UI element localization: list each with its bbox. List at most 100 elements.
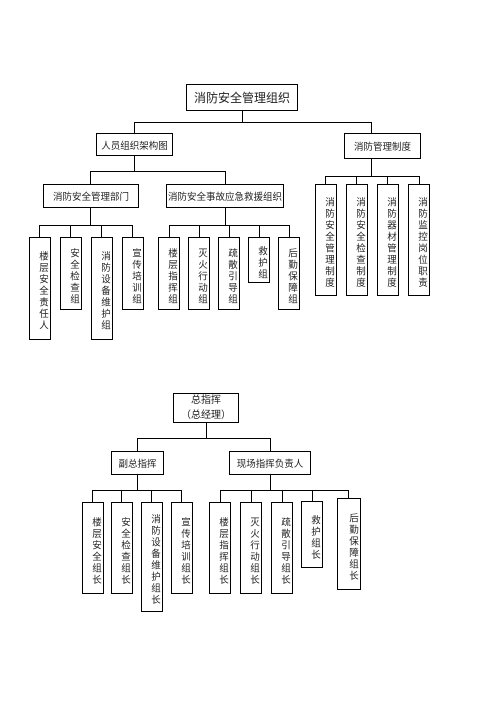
connector (181, 490, 182, 502)
connector (90, 171, 91, 184)
connector (199, 225, 200, 237)
dept-group-3: 消防设备维护组 (91, 237, 113, 340)
connector (90, 171, 226, 172)
connector (92, 490, 182, 491)
emergency-group-3: 疏散引导组 (218, 237, 240, 310)
commander-subtitle: （总经理） (181, 410, 231, 421)
dept-label: 消防安全管理部门 (52, 192, 129, 203)
commander-title: 总指挥 (191, 395, 221, 406)
site-group-4: 救护组长 (301, 501, 323, 568)
emergency-node: 消防安全事故应急救援组织 (166, 184, 284, 208)
system-node: 消防管理制度 (344, 133, 421, 159)
system-item-label: 消防监控岗位职责 (416, 197, 427, 289)
emergency-label: 消防安全事故应急救援组织 (167, 192, 282, 203)
connector (225, 208, 226, 225)
deputy-group-label: 消防设备维护组长 (149, 514, 160, 606)
connector (270, 438, 271, 451)
connector (371, 159, 372, 176)
dept-group-label: 消防设备维护组 (99, 251, 110, 332)
emergency-group-label: 疏散引导组 (226, 247, 237, 306)
connector (151, 490, 152, 502)
connector (137, 438, 271, 439)
connector (137, 475, 138, 490)
connector (229, 225, 230, 237)
connector (419, 176, 420, 184)
connector (325, 176, 326, 184)
connector (220, 490, 221, 502)
site-group-1: 楼层指挥组长 (209, 502, 231, 594)
connector (39, 225, 133, 226)
connector (225, 171, 226, 184)
site-group-3: 疏散引导组长 (271, 502, 293, 594)
connector (282, 490, 283, 502)
deputy-group-label: 安全检查组长 (119, 516, 130, 586)
dept-group-label: 宣传培训组 (130, 247, 141, 306)
connector (92, 490, 93, 502)
system-item-label: 消防安全管理制度 (323, 197, 334, 289)
dept-group-4: 宣传培训组 (122, 237, 144, 310)
personnel-label: 人员组织架构图 (101, 140, 168, 152)
site-group-2: 灭火行动组长 (240, 502, 262, 594)
connector (356, 176, 357, 184)
site-group-label: 楼层指挥组长 (217, 516, 228, 586)
emergency-group-5: 后勤保障组 (278, 237, 300, 310)
site-group-5: 后勤保障组长 (337, 498, 361, 590)
connector (371, 122, 372, 133)
system-item-3: 消防器材管理制度 (377, 184, 399, 296)
connector (169, 225, 170, 237)
emergency-group-4: 救护组 (248, 237, 270, 283)
deputy-group-2: 安全检查组长 (111, 502, 133, 594)
connector (132, 225, 133, 237)
connector (289, 225, 290, 237)
emergency-group-label: 后勤保障组 (286, 247, 297, 306)
connector (39, 225, 40, 237)
dept-group-1: 楼层安全责任人 (29, 237, 51, 340)
site-group-label: 救护组长 (309, 514, 320, 561)
emergency-group-label: 救护组 (256, 245, 267, 281)
deputy-node: 副总指挥 (111, 451, 164, 475)
connector (220, 490, 349, 491)
deputy-group-label: 宣传培训组长 (179, 516, 190, 586)
deputy-group-4: 宣传培训组长 (171, 502, 193, 594)
emergency-group-label: 灭火行动组 (196, 247, 207, 306)
dept-group-2: 安全检查组 (60, 237, 82, 310)
connector (206, 423, 207, 438)
dept-group-label: 安全检查组 (68, 247, 79, 306)
root-node: 消防安全管理组织 (186, 84, 298, 111)
connector (242, 111, 243, 123)
system-item-4: 消防监控岗位职责 (408, 184, 430, 296)
connector (270, 475, 271, 490)
dept-node: 消防安全管理部门 (43, 184, 139, 208)
connector (90, 208, 91, 225)
emergency-group-2: 灭火行动组 (188, 237, 210, 310)
system-label: 消防管理制度 (353, 142, 411, 153)
site-commander-node: 现场指挥负责人 (229, 451, 311, 475)
connector (387, 176, 388, 184)
connector (137, 438, 138, 451)
deputy-group-1: 楼层安全组长 (82, 502, 104, 594)
emergency-group-1: 楼层指挥组 (158, 237, 180, 310)
connector (70, 225, 71, 237)
system-item-1: 消防安全管理制度 (315, 184, 337, 296)
connector (134, 122, 372, 123)
connector (121, 490, 122, 502)
site-group-label: 后勤保障组长 (347, 512, 358, 582)
system-item-label: 消防安全检查制度 (354, 197, 365, 289)
root-label: 消防安全管理组织 (193, 91, 290, 105)
site-commander-label: 现场指挥负责人 (236, 459, 304, 470)
commander-node: 总指挥 （总经理） (173, 393, 239, 423)
dept-group-label: 楼层安全责任人 (37, 251, 48, 332)
site-group-label: 灭火行动组长 (248, 516, 259, 586)
deputy-group-label: 楼层安全组长 (90, 516, 101, 586)
deputy-group-3: 消防设备维护组长 (141, 502, 163, 612)
personnel-node: 人员组织架构图 (96, 133, 173, 156)
connector (251, 490, 252, 502)
connector (259, 225, 260, 237)
connector (134, 156, 135, 171)
connector (325, 176, 420, 177)
connector (348, 490, 349, 498)
connector (101, 225, 102, 237)
system-item-2: 消防安全检查制度 (346, 184, 368, 296)
deputy-label: 副总指挥 (118, 459, 157, 470)
